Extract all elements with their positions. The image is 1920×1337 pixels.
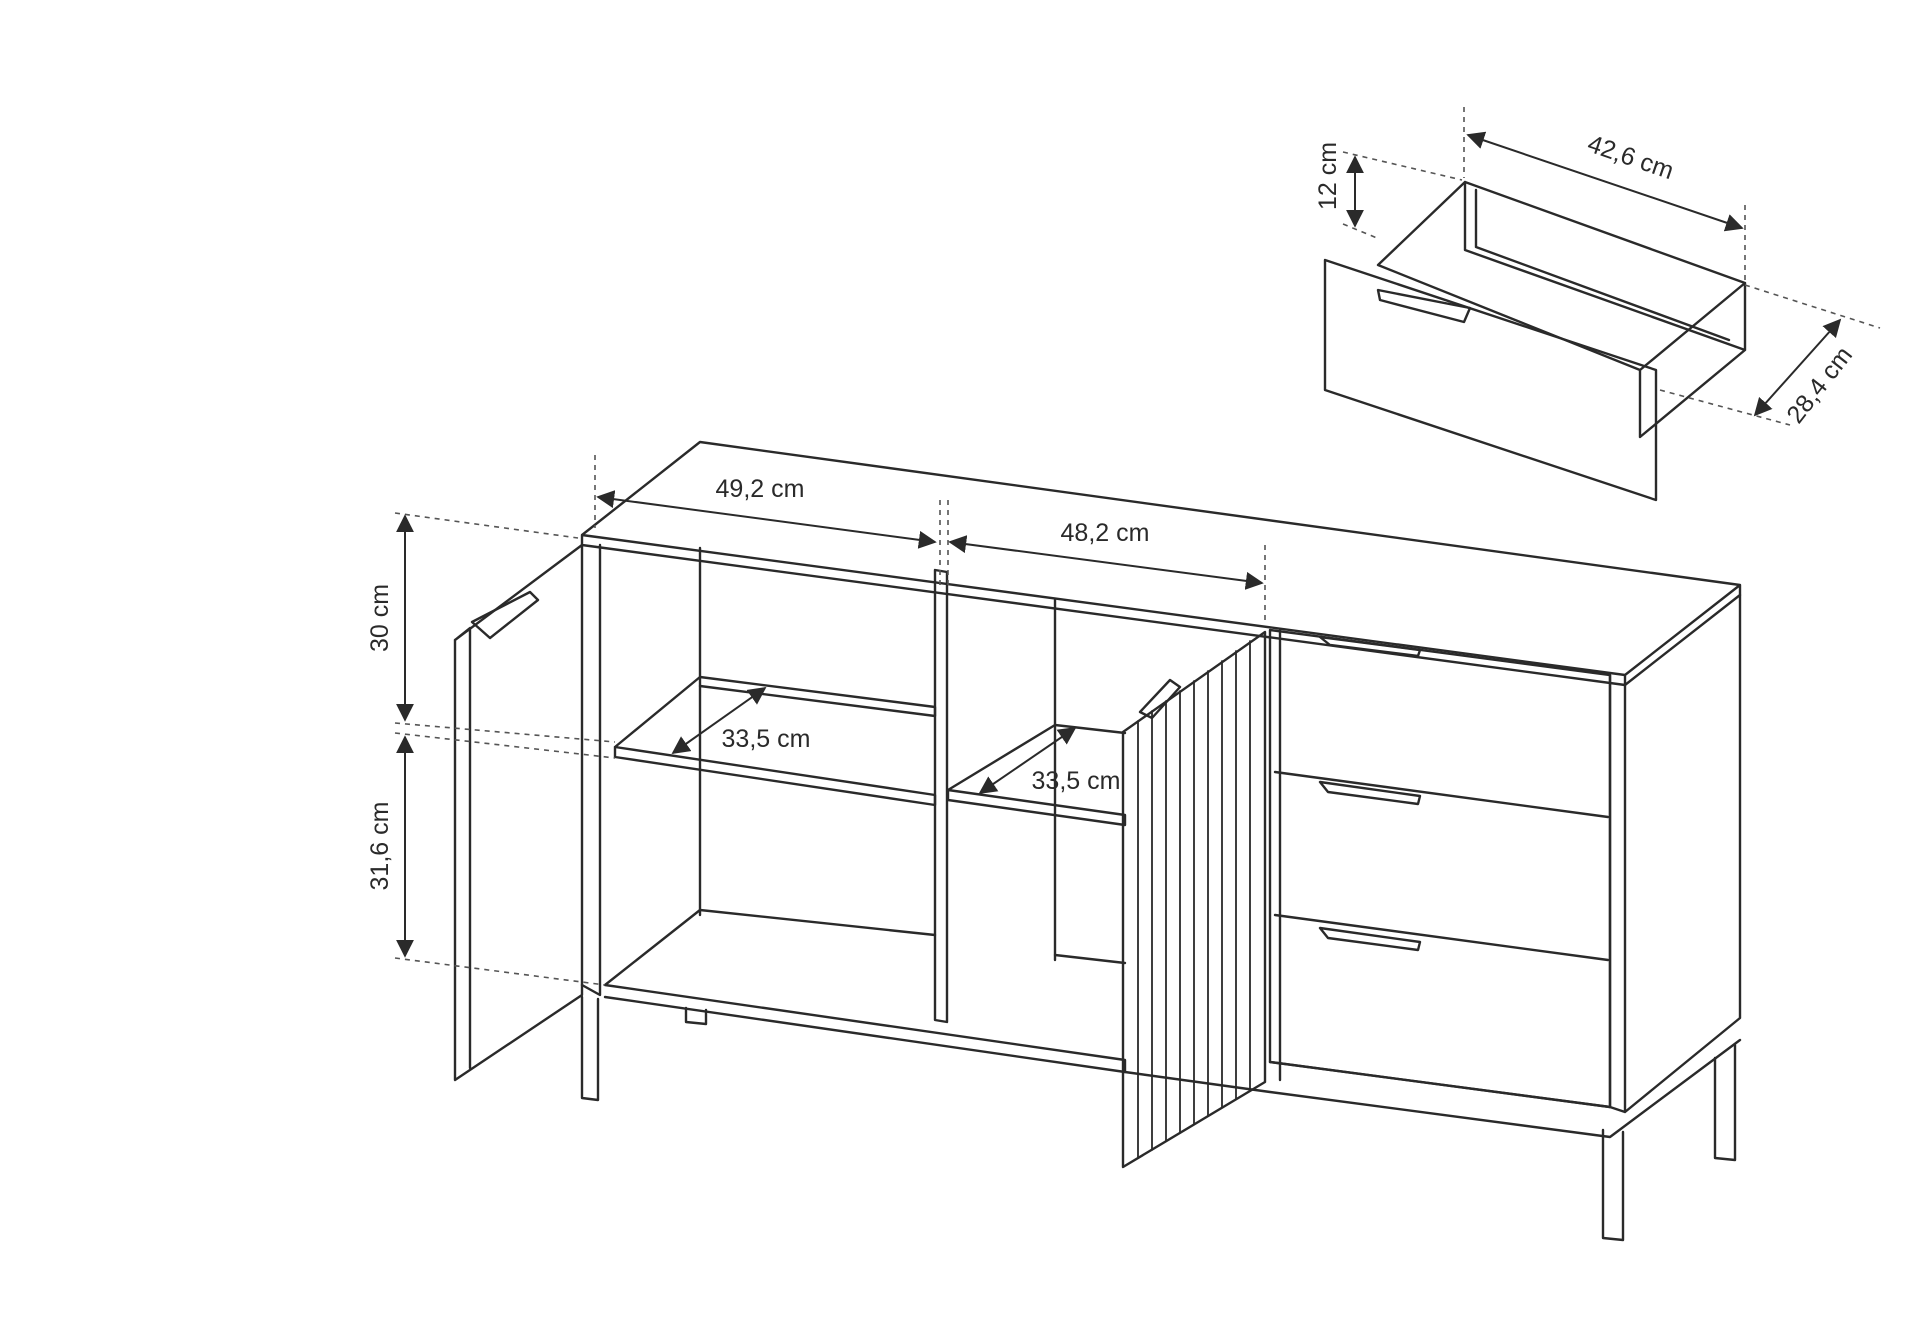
left-side-panel — [580, 543, 602, 997]
right-side-panel — [1608, 593, 1742, 1114]
label-drawer-depth: 28,4 cm — [1781, 341, 1858, 428]
left-door — [453, 543, 584, 1082]
drawer-detail — [1323, 180, 1747, 502]
dim-line-middle-shelf-depth — [978, 726, 1077, 795]
sideboard-dimensions: 49,2 cm 48,2 cm 30 cm 31,6 cm 33,5 cm 33… — [366, 455, 1266, 986]
sideboard — [453, 440, 1742, 1242]
drawer-front-handle — [1376, 288, 1472, 324]
label-left-shelf-depth: 33,5 cm — [722, 725, 811, 753]
leg-back-left — [684, 1006, 708, 1026]
label-top-left-width: 49,2 cm — [716, 475, 805, 503]
drawer-handle-bottom — [1318, 926, 1422, 952]
dim-line-top-middle-width — [948, 535, 1264, 590]
drawer-divider-1 — [1273, 770, 1610, 819]
extension-lines — [394, 455, 1266, 986]
drawer-front — [1323, 258, 1658, 502]
drawer-dimensions: 12 cm 42,6 cm 28,4 cm — [1314, 107, 1881, 429]
label-drawer-height: 12 cm — [1314, 142, 1342, 210]
left-bottom — [603, 908, 1127, 1074]
middle-door-handle — [1138, 678, 1182, 720]
dim-line-top-left-width — [596, 490, 937, 549]
dim-line-drawer-width — [1466, 131, 1744, 232]
label-lower-height: 31,6 cm — [366, 802, 394, 891]
label-upper-height: 30 cm — [366, 584, 394, 652]
drawer-handle-top — [1318, 635, 1422, 658]
leg-front-right — [1601, 1128, 1625, 1242]
drawer-section — [1268, 628, 1612, 1109]
leg-front-left — [580, 995, 600, 1102]
middle-inner-bottom — [1053, 953, 1127, 965]
label-top-middle-width: 48,2 cm — [1061, 519, 1150, 547]
dim-line-left-shelf-depth — [671, 686, 767, 755]
drawer-handle-middle — [1318, 780, 1422, 806]
center-divider — [933, 568, 949, 1024]
drawer-extension-lines — [1342, 107, 1881, 426]
dim-line-drawer-depth — [1753, 318, 1842, 417]
label-middle-shelf-depth: 33,5 cm — [1032, 767, 1121, 795]
door-flutes — [1137, 640, 1251, 1159]
drawer-box — [1376, 180, 1747, 439]
leg-back-right — [1713, 1043, 1737, 1162]
label-drawer-width: 42,6 cm — [1584, 130, 1677, 185]
bottom-frame — [1123, 1038, 1742, 1139]
left-door-handle — [470, 590, 540, 640]
middle-door-fluted — [1121, 630, 1267, 1169]
drawer-divider-2 — [1273, 913, 1610, 962]
